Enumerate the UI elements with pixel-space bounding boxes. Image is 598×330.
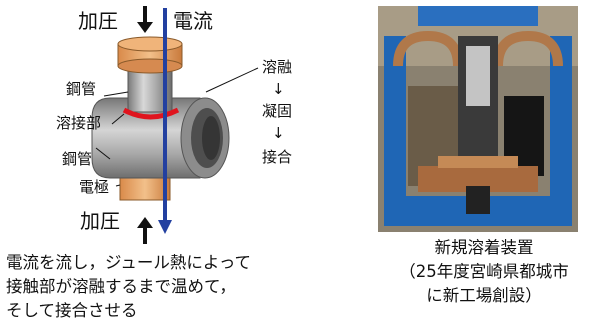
electrode-label: 電極 bbox=[79, 178, 110, 196]
weld-zone-label: 溶接部 bbox=[56, 114, 102, 132]
current-label: 電流 bbox=[173, 9, 213, 33]
welding-machine-photo bbox=[378, 6, 578, 232]
right-caption-line-1: 新規溶着装置 bbox=[434, 238, 534, 257]
leader-lines bbox=[95, 67, 259, 187]
process-arrow-1: ↓ bbox=[272, 80, 285, 98]
bottom-pressure-arrow bbox=[137, 217, 153, 244]
process-solidify: 凝固 bbox=[262, 102, 293, 120]
right-caption: 新規溶着装置 （25年度宮崎県都城市 に新工場創設） bbox=[375, 236, 593, 308]
process-join: 接合 bbox=[262, 148, 293, 166]
left-caption: 電流を流し，ジュール熱によって 接触部が溶融するまで温めて， そして接合させる bbox=[6, 251, 346, 323]
welding-diagram bbox=[91, 6, 259, 244]
pipe-top-label: 鋼管 bbox=[66, 80, 97, 98]
pipe-left-label: 鋼管 bbox=[62, 150, 93, 168]
weld-ring bbox=[122, 107, 180, 120]
top-pressure-arrow bbox=[137, 6, 153, 33]
current-arrow bbox=[158, 8, 172, 234]
process-melt: 溶融 bbox=[262, 58, 293, 76]
left-caption-line-2: 接触部が溶融するまで温めて， bbox=[6, 277, 236, 296]
right-caption-line-3: に新工場創設） bbox=[426, 286, 542, 305]
bottom-pressure-label: 加圧 bbox=[80, 209, 120, 233]
right-caption-line-2: （25年度宮崎県都城市 bbox=[399, 262, 569, 281]
top-pressure-label: 加圧 bbox=[78, 9, 118, 33]
top-electrode bbox=[117, 36, 183, 74]
left-caption-line-3: そして接合させる bbox=[6, 301, 138, 320]
process-arrow-2: ↓ bbox=[272, 124, 285, 142]
left-caption-line-1: 電流を流し，ジュール熱によって bbox=[6, 253, 252, 272]
